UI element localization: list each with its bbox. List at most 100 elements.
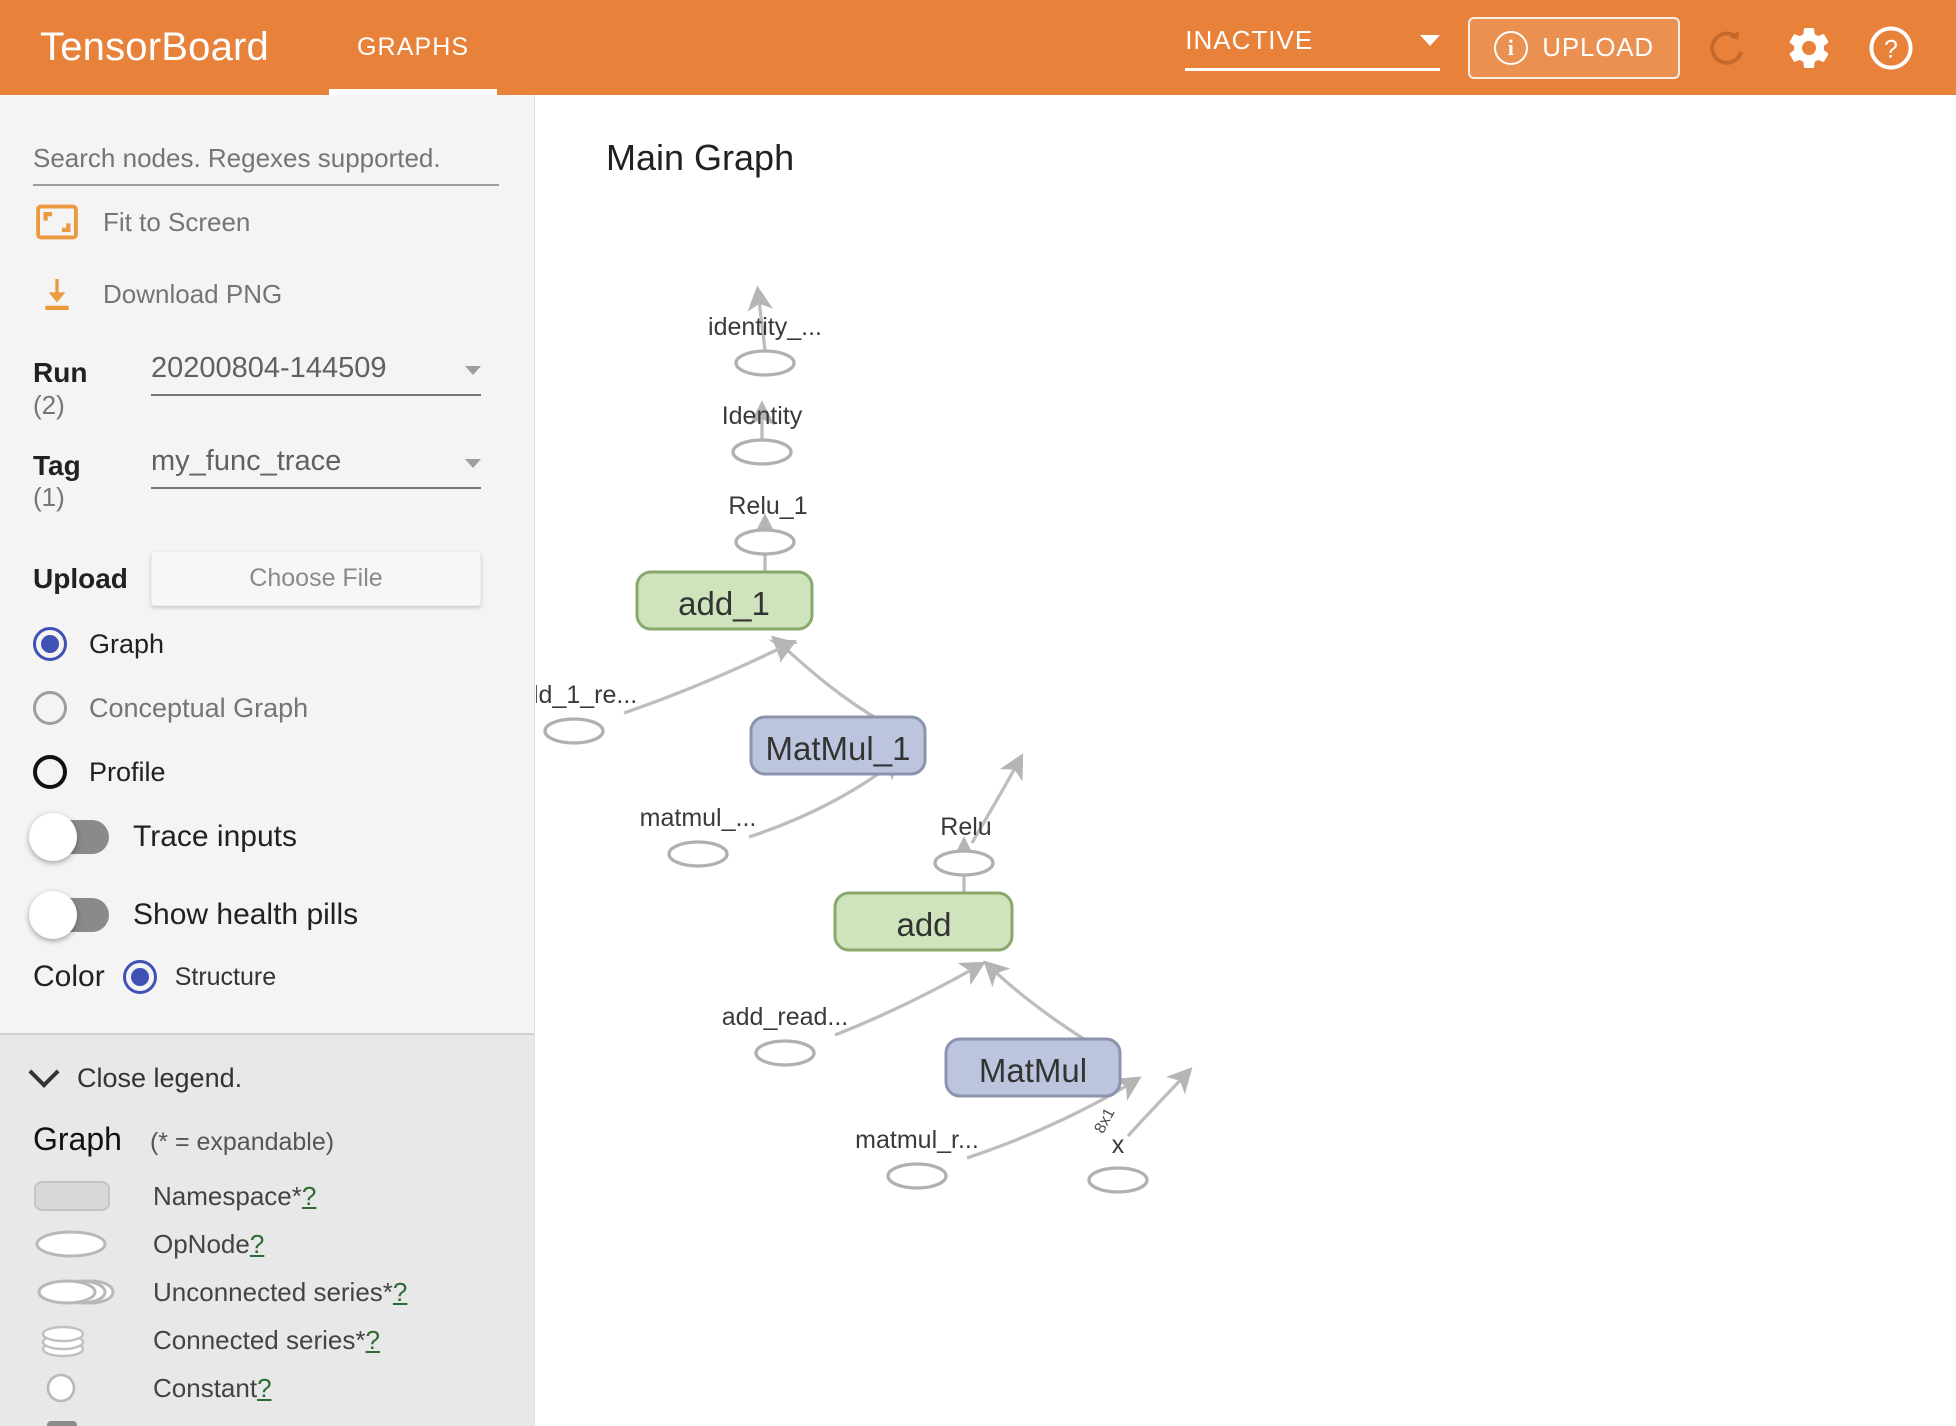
radio-label-conceptual-graph: Conceptual Graph bbox=[89, 692, 309, 723]
edge-addread-to-add bbox=[834, 961, 986, 1037]
graph-node-label: identity_... bbox=[708, 313, 822, 341]
legend-panel: Close legend. Graph (* = expandable) Nam… bbox=[0, 1033, 534, 1426]
choose-file-button[interactable]: Choose File bbox=[151, 551, 481, 607]
graph-node-matmul-read[interactable]: matmul_r... bbox=[855, 1126, 979, 1190]
legend-label-connected-series: Connected series* bbox=[153, 1324, 366, 1355]
graph-node-identity[interactable]: Identity bbox=[722, 402, 803, 466]
graph-node-matmul[interactable]: MatMul bbox=[944, 1037, 1122, 1098]
summary-swatch-icon bbox=[33, 1418, 153, 1426]
search-row bbox=[33, 95, 501, 186]
graph-node-relu[interactable]: Relu bbox=[933, 813, 995, 877]
radio-icon-conceptual-graph bbox=[33, 691, 67, 726]
legend-header: Graph (* = expandable) bbox=[33, 1121, 501, 1158]
graph-svg[interactable]: identity_... Identity Relu_1 add_1_re... bbox=[536, 95, 1956, 1426]
tag-select[interactable]: my_func_trace bbox=[151, 445, 481, 489]
upload-button-label: UPLOAD bbox=[1542, 32, 1654, 62]
connected-series-swatch-icon bbox=[33, 1322, 153, 1358]
run-row: Run (2) 20200804-144509 bbox=[33, 352, 501, 423]
run-label: Run bbox=[33, 357, 88, 388]
toggle-label-trace-inputs: Trace inputs bbox=[133, 820, 297, 854]
graph-node-matmul-1[interactable]: MatMul_1 bbox=[749, 715, 927, 776]
download-png-button[interactable]: Download PNG bbox=[33, 258, 501, 330]
fit-to-screen-label: Fit to Screen bbox=[103, 206, 251, 237]
graph-node-label: add_1 bbox=[678, 585, 770, 622]
graph-op-nodes: identity_... Identity Relu_1 add_1_re... bbox=[536, 313, 1149, 1194]
run-count: (2) bbox=[33, 389, 65, 420]
edge-matmul-to-add bbox=[983, 960, 1088, 1043]
graph-canvas[interactable]: Main Graph bbox=[536, 95, 1956, 1426]
refresh-icon[interactable] bbox=[1692, 13, 1762, 83]
sidebar: Fit to Screen Download PNG Run (2) 2020 bbox=[0, 95, 535, 1426]
graph-node-label: add_read... bbox=[722, 1003, 849, 1031]
edge-identity-to-identityout bbox=[747, 285, 773, 351]
radio-option-profile[interactable]: Profile bbox=[33, 746, 501, 798]
graph-node-label: MatMul bbox=[979, 1052, 1087, 1089]
legend-help-opnode[interactable]: ? bbox=[249, 1228, 265, 1259]
legend-help-connected-series[interactable]: ? bbox=[365, 1324, 380, 1355]
edge-x-to-matmul bbox=[1126, 1067, 1193, 1138]
toggle-switch-show-health-pills[interactable] bbox=[29, 891, 109, 940]
color-label: Color bbox=[33, 960, 105, 994]
gear-icon[interactable] bbox=[1774, 13, 1844, 83]
unconnected-series-swatch-icon bbox=[33, 1275, 153, 1309]
graph-node-add-1[interactable]: add_1 bbox=[635, 570, 814, 631]
chevron-down-icon bbox=[465, 366, 481, 375]
graph-node-identity-out[interactable]: identity_... bbox=[708, 313, 822, 377]
graph-node-relu-1[interactable]: Relu_1 bbox=[728, 492, 808, 556]
chevron-down-icon bbox=[465, 458, 481, 468]
run-status-dropdown[interactable]: INACTIVE bbox=[1185, 24, 1441, 71]
toggle-switch-trace-inputs[interactable] bbox=[29, 813, 109, 862]
color-row: Color Structure bbox=[33, 960, 501, 995]
app-title: TensorBoard bbox=[40, 25, 269, 69]
upload-label: Upload bbox=[33, 562, 128, 594]
legend-help-constant[interactable]: ? bbox=[257, 1372, 272, 1403]
graph-node-label: Relu bbox=[940, 813, 991, 841]
close-legend-button[interactable]: Close legend. bbox=[28, 1035, 501, 1121]
graph-node-add-read[interactable]: add_read... bbox=[722, 1003, 849, 1067]
legend-help-namespace[interactable]: ? bbox=[301, 1180, 317, 1211]
graph-node-label: Relu_1 bbox=[728, 492, 807, 520]
chevron-down-icon bbox=[1420, 34, 1441, 46]
download-icon bbox=[33, 274, 81, 314]
fit-to-screen-button[interactable]: Fit to Screen bbox=[33, 186, 501, 258]
graph-node-label: matmul_r... bbox=[855, 1126, 979, 1154]
graph-node-add-1-read[interactable]: add_1_re... bbox=[536, 681, 637, 745]
run-status-label: INACTIVE bbox=[1185, 24, 1314, 55]
upload-button[interactable]: i UPLOAD bbox=[1468, 16, 1680, 79]
info-circle-icon: i bbox=[1494, 30, 1529, 65]
legend-help-summary[interactable]: ? bbox=[264, 1421, 278, 1426]
toggle-trace-inputs[interactable]: Trace inputs bbox=[29, 798, 501, 876]
radio-option-conceptual-graph[interactable]: Conceptual Graph bbox=[33, 682, 501, 734]
graph-node-add[interactable]: add bbox=[833, 891, 1014, 952]
edge-add1read-to-add1 bbox=[623, 639, 797, 715]
legend-label-opnode: OpNode bbox=[153, 1228, 250, 1259]
toggle-show-health-pills[interactable]: Show health pills bbox=[29, 876, 501, 954]
graph-group-nodes: add_1 MatMul_1 add MatMul bbox=[635, 570, 1122, 1098]
legend-label-constant: Constant bbox=[153, 1372, 258, 1403]
tag-label-block: Tag (1) bbox=[33, 445, 151, 516]
tag-label: Tag bbox=[33, 449, 81, 481]
download-png-label: Download PNG bbox=[103, 278, 283, 309]
graph-node-matmul-read-1[interactable]: matmul_... bbox=[640, 804, 757, 868]
radio-icon-structure[interactable] bbox=[122, 960, 157, 995]
radio-option-graph[interactable]: Graph bbox=[33, 618, 501, 670]
run-select[interactable]: 20200804-144509 bbox=[151, 352, 481, 396]
search-input[interactable] bbox=[33, 143, 499, 186]
tab-graphs[interactable]: GRAPHS bbox=[329, 0, 498, 95]
edge-matmul1-to-add1 bbox=[771, 635, 882, 723]
graph-node-label: MatMul_1 bbox=[766, 730, 911, 767]
constant-swatch-icon bbox=[33, 1371, 153, 1405]
legend-note: (* = expandable) bbox=[149, 1128, 335, 1156]
sidebar-controls: Fit to Screen Download PNG Run (2) 2020 bbox=[0, 95, 534, 1033]
legend-label-unconnected-series: Unconnected series* bbox=[153, 1276, 393, 1307]
run-value: 20200804-144509 bbox=[151, 352, 387, 384]
edge-relu-to-matmul1 bbox=[970, 753, 1024, 844]
graph-node-x[interactable]: x bbox=[1087, 1131, 1149, 1194]
help-icon[interactable]: ? bbox=[1856, 13, 1926, 83]
upload-row: Upload Choose File bbox=[33, 551, 501, 607]
main-tabs: GRAPHS bbox=[329, 0, 498, 95]
radio-icon-profile bbox=[33, 755, 67, 790]
edge-matmulr-to-matmul bbox=[966, 1076, 1142, 1160]
tag-count: (1) bbox=[33, 482, 65, 513]
legend-help-unconnected-series[interactable]: ? bbox=[392, 1276, 408, 1307]
